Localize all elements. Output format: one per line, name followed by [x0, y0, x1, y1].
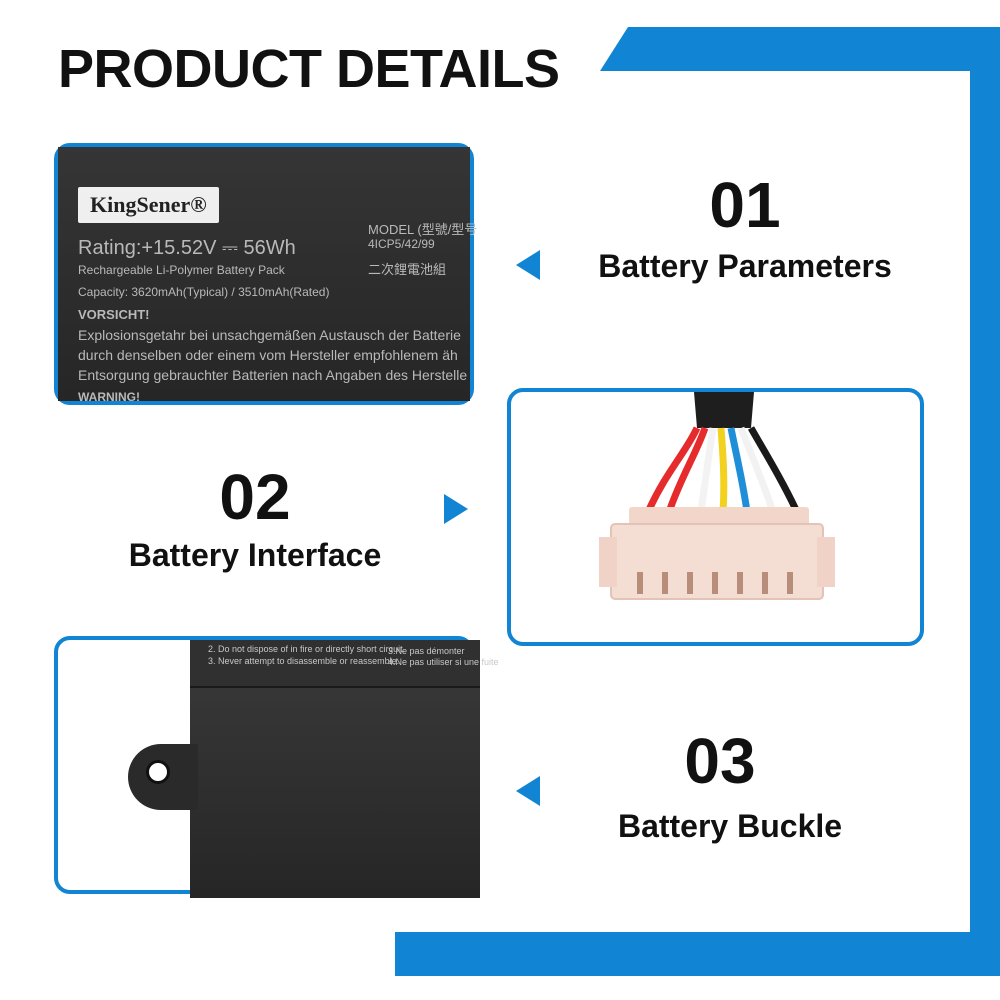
- warning-title: VORSICHT!: [78, 307, 150, 322]
- section-caption-01: Battery Parameters: [598, 248, 892, 284]
- brand-logo: KingSener®: [78, 187, 219, 223]
- arrow-right-icon: [444, 494, 468, 524]
- pack-text: Rechargeable Li-Polymer Battery Pack: [78, 263, 285, 277]
- model-number: 4ICP5/42/99: [368, 237, 435, 251]
- section-caption-02: Battery Interface: [128, 537, 382, 573]
- rating-text: Rating:+15.52V ⎓ 56Wh: [78, 237, 296, 259]
- battery-label-strip: [190, 640, 480, 688]
- arrow-left-icon: [516, 776, 540, 806]
- frame-corner-top: [600, 27, 628, 71]
- buckle-text-4: 4.Ne pas utiliser si une fuite: [388, 657, 499, 667]
- section-number-01: 01: [709, 169, 781, 241]
- arrow-left-icon: [516, 250, 540, 280]
- warning-line-3: Entsorgung gebrauchter Batterien nach An…: [78, 367, 468, 383]
- section-number-03: 03: [684, 725, 756, 797]
- buckle-text-1: 2. Do not dispose of in fire or directly…: [208, 644, 406, 654]
- buckle-text-2: 3. Never attempt to disassemble or reass…: [208, 656, 400, 666]
- frame-right-bar: [970, 27, 1000, 976]
- buckle-hole-icon: [146, 760, 170, 784]
- section-number-02: 02: [219, 461, 291, 533]
- model-chinese: 二次鋰電池組: [368, 262, 447, 277]
- capacity-text: Capacity: 3620mAh(Typical) / 3510mAh(Rat…: [78, 285, 330, 299]
- warning-line-1: Explosionsgetahr bei unsachgemäßen Austa…: [78, 327, 461, 343]
- battery-label: KingSener® MODEL (型號/型号 4ICP5/42/99 二次鋰電…: [58, 147, 477, 404]
- frame-bottom-bar: [395, 932, 1000, 976]
- warning-line-2: durch denselben oder einem vom Herstelle…: [78, 347, 458, 363]
- battery-connector-photo: [507, 388, 924, 646]
- battery-buckle-photo: 2. Do not dispose of in fire or directly…: [54, 636, 499, 898]
- connector-illustration: [599, 392, 835, 600]
- section-caption-03: Battery Buckle: [617, 808, 843, 844]
- frame-top-bar: [628, 27, 1000, 71]
- model-line: MODEL (型號/型号: [368, 222, 478, 237]
- buckle-text-3: 3.Ne pas démonter: [388, 646, 465, 656]
- page-title: PRODUCT DETAILS: [58, 39, 560, 99]
- warning-cut: WARNING!: [78, 390, 140, 404]
- battery-label-photo: KingSener® MODEL (型號/型号 4ICP5/42/99 二次鋰電…: [54, 143, 477, 405]
